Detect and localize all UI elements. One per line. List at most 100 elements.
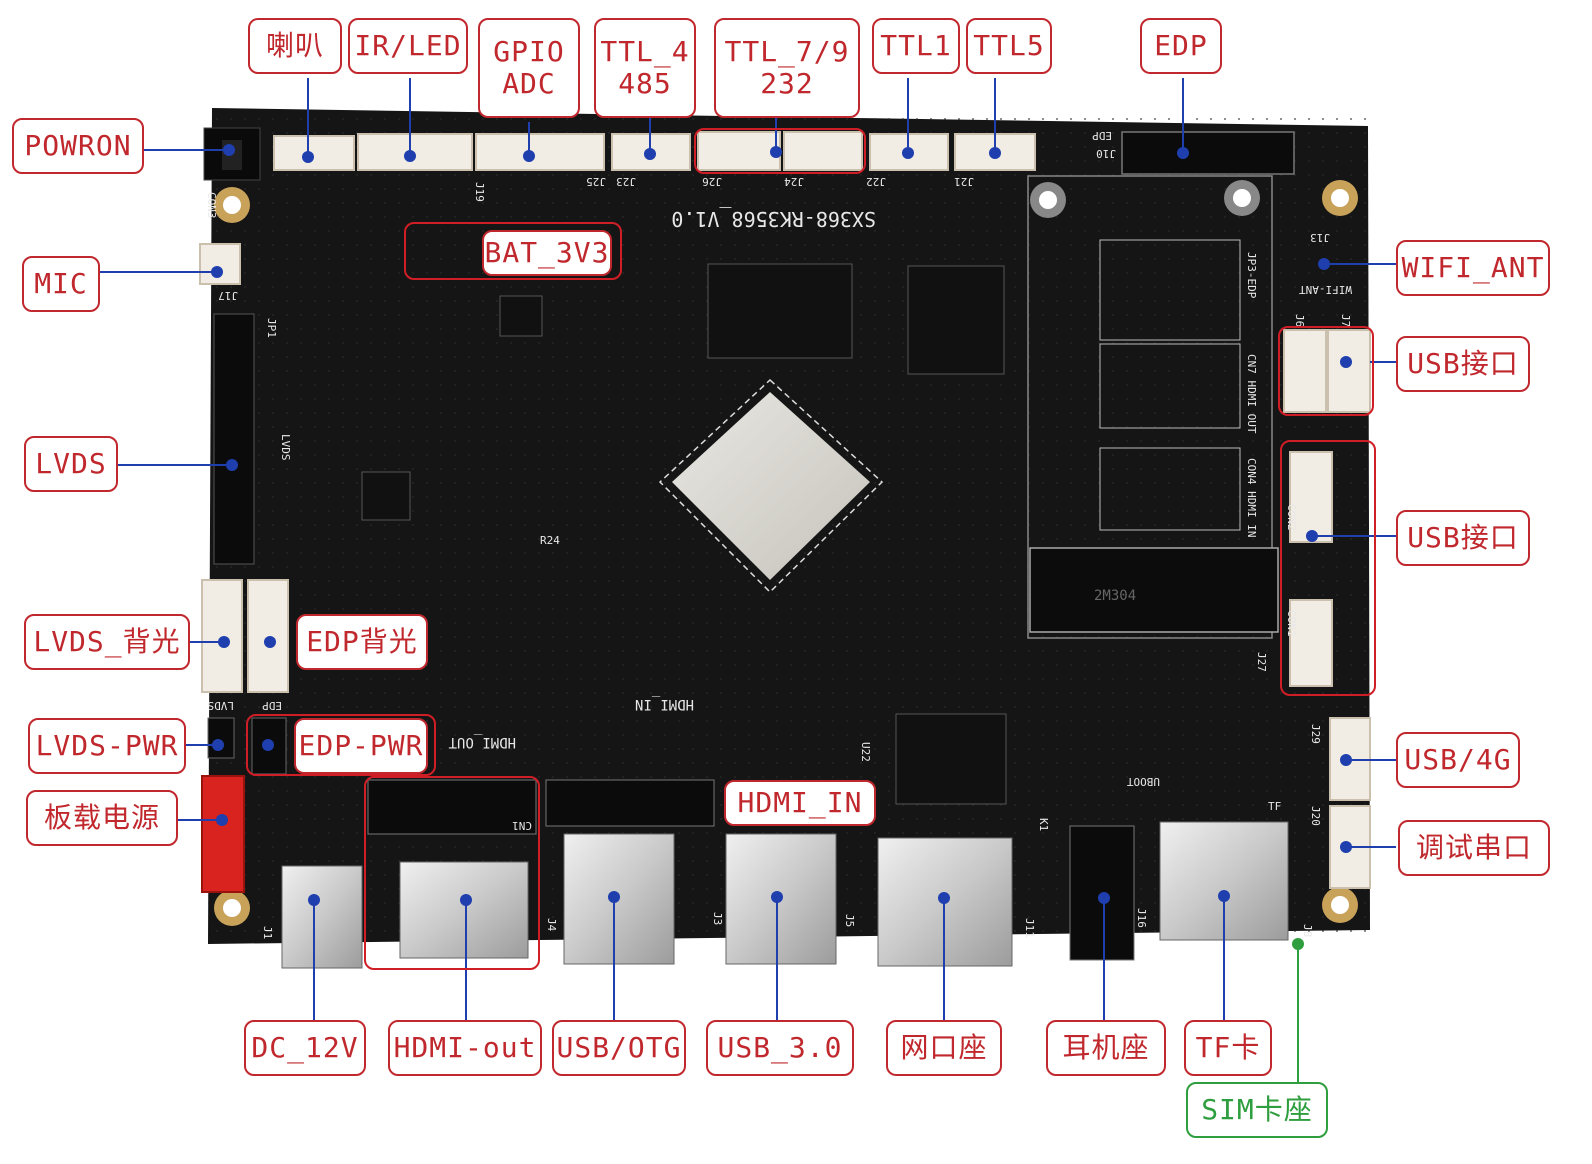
silk-hdmi-in: HDMI_IN [635,696,694,712]
silk-m2: 2M304 [1094,588,1136,604]
callout-mic: MIC [22,256,100,312]
callout-ttl79-232-line: TTL_7/9 [724,34,850,68]
callout-speaker: 喇叭 [248,18,342,74]
silk-j5: J5 [843,914,856,927]
silk-j1: J1 [261,926,274,939]
callout-edp-pwr-line: EDP-PWR [298,728,424,762]
silk-k1: K1 [1037,818,1050,831]
callout-usb-4g: USB/4G [1396,732,1520,788]
callout-usb-3-line: USB_3.0 [717,1030,843,1064]
silk-cn1: CN1 [512,819,532,832]
silk-con1: CON1 [1285,610,1298,637]
callout-ttl4-485-line: TTL_4 [600,34,690,68]
callout-wifi-ant-line: WIFI_ANT [1401,250,1545,284]
silk-j22: J22 [866,175,886,188]
callout-powron: POWRON [12,118,144,174]
silk-cn7-title: CN7 HDMI OUT [1245,354,1258,434]
silk-tf: TF [1268,800,1281,813]
silk-edp-small: EDP [262,699,282,712]
silk-j13: J13 [1310,231,1330,244]
silk-j27: J27 [1255,652,1268,672]
callout-edp-line: EDP [1154,28,1208,62]
soc-chip [658,378,884,594]
silk-jp1: JP1 [265,318,278,338]
edp-header [1121,131,1295,175]
callout-tf-card: TF卡 [1184,1020,1272,1076]
callout-usb-otg: USB/OTG [552,1020,686,1076]
silk-j20: J20 [1309,806,1322,826]
silk-j10: J10 [1096,147,1116,160]
callout-powron-line: POWRON [24,128,132,162]
callout-board-power-line: 板载电源 [43,800,160,834]
callout-lvds-line: LVDS [35,446,107,480]
callout-usb-3: USB_3.0 [706,1020,854,1076]
callout-gpio-adc-line: ADC [502,67,556,100]
callout-wifi-ant: WIFI_ANT [1396,240,1550,296]
callout-dc-12v: DC_12V [244,1020,366,1076]
silk-j26: J26 [702,175,722,188]
callout-ttl4-485-line: 485 [618,67,672,100]
silk-lvds: LVDS [279,434,292,461]
callout-ttl1-line: TTL1 [880,28,952,62]
callout-sim-card-line: SIM卡座 [1201,1092,1313,1126]
callout-ir-led-line: IR/LED [354,28,462,62]
callout-headphone: 耳机座 [1046,1020,1166,1076]
callout-bat-3v3: BAT_3V3 [482,230,612,276]
silk-j4: J4 [545,918,558,932]
callout-edp: EDP [1140,18,1222,74]
callout-edp-backlight-line: EDP背光 [306,624,418,658]
leader-lines [100,78,1396,1086]
callout-ttl79-232-line: 232 [760,67,814,100]
silk-j16: J16 [1135,908,1148,928]
callout-ir-led: IR/LED [348,18,468,74]
callout-ethernet-line: 网口座 [900,1030,988,1064]
callout-gpio-adc-line: GPIO [493,34,565,68]
silk-j24: J24 [784,175,804,188]
callout-hdmi-in-line: HDMI_IN [737,785,863,819]
ics [361,263,1007,805]
silk-lvds-small: LVDS [208,699,235,712]
silk-r24: R24 [540,534,560,547]
callout-usb-port-1-line: USB接口 [1407,346,1519,380]
silk-model: SX368-RK3568_V1.0 [671,207,876,231]
callout-hdmi-in: HDMI_IN [724,780,876,826]
silk-edp: EDP [1092,129,1112,142]
silk-j23: J23 [616,175,636,188]
silk-j17: J17 [218,289,238,302]
callout-hdmi-out: HDMI-out [388,1020,542,1076]
silk-j8: J8 [1301,924,1314,937]
silk-j7: J7 [1339,314,1352,327]
silk-j21: J21 [954,175,974,188]
callout-ttl1: TTL1 [872,18,960,74]
silk-j3: J3 [711,912,724,925]
silk-j6: J6 [1293,314,1306,327]
right-connectors [1283,329,1371,889]
leader-dots [211,144,1352,950]
callout-tf-card-line: TF卡 [1195,1030,1261,1064]
silk-j11: J11 [1023,918,1036,938]
callout-mic-line: MIC [34,266,88,300]
silk-hdmi-out: HDMI_OUT [448,734,516,750]
left-headers [199,243,289,893]
callout-usb-otg-line: USB/OTG [556,1030,682,1064]
callout-lvds-backlight: LVDS_背光 [24,614,190,670]
silkscreen: SX368-RK3568_V1.0 EDP J10 LVDS JP1 J17 C… [205,129,1352,939]
silk-con3: CON3 [205,192,218,219]
callout-debug-serial-line: 调试串口 [1415,830,1532,864]
callout-edp-pwr: EDP-PWR [294,718,428,774]
callout-bat-3v3-line: BAT_3V3 [484,235,610,269]
callout-board-power: 板载电源 [26,790,178,846]
callout-usb-port-1: USB接口 [1396,336,1530,392]
callout-lvds-pwr-line: LVDS-PWR [35,728,179,762]
callout-dc-12v-line: DC_12V [251,1030,359,1064]
callout-lvds: LVDS [24,436,118,492]
callout-debug-serial: 调试串口 [1398,820,1550,876]
callout-ethernet: 网口座 [886,1020,1002,1076]
silk-u22: U22 [859,742,872,762]
silk-j25: J25 [586,175,606,188]
